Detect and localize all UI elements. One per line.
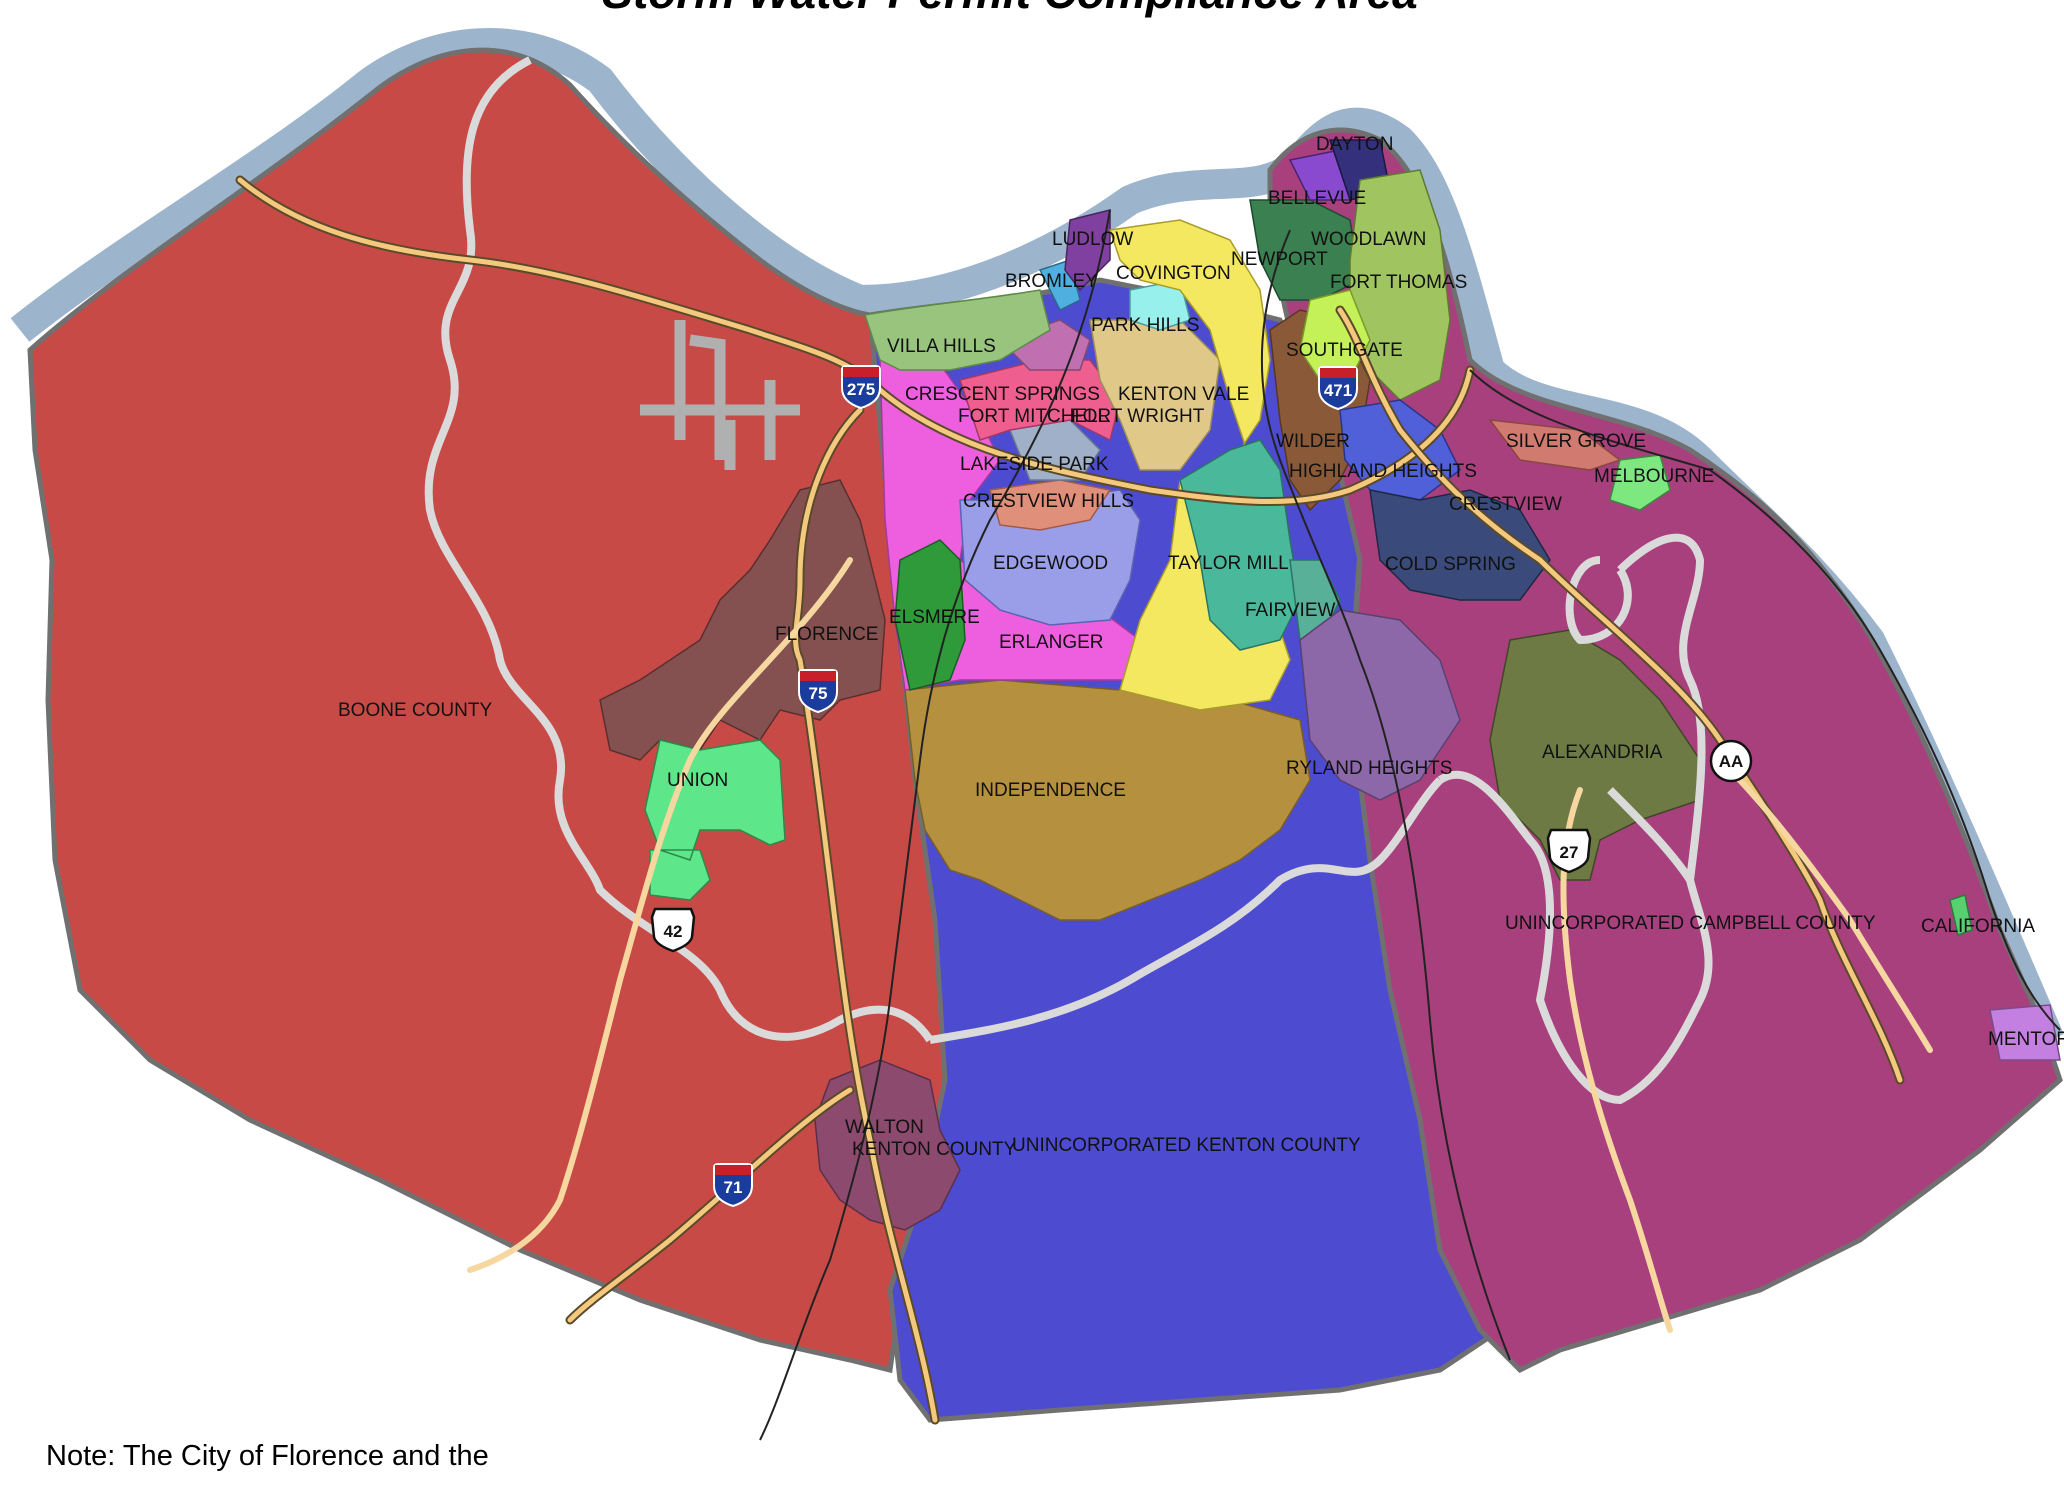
place-label-elsmere: ELSMERE [889, 607, 980, 628]
cold-spring-area [1369, 489, 1551, 601]
airport [640, 320, 800, 470]
place-label-unincorporated-kenton: UNINCORPORATED KENTON COUNTY [1012, 1135, 1361, 1156]
map-title: Storm Water Permit Compliance Area [602, 0, 1417, 18]
silver-grove-area [1488, 419, 1622, 471]
us-42-shield-icon: 42 [650, 907, 696, 953]
place-label-boone-county: BOONE COUNTY [338, 700, 492, 721]
place-label-independence: INDEPENDENCE [975, 780, 1126, 801]
interstate-71-shield-icon: 71 [713, 1163, 753, 1208]
interstate-75-label: 75 [809, 684, 828, 703]
interstate-75-shield-icon: 75 [798, 669, 838, 714]
place-label-silver-grove: SILVER GROVE [1506, 431, 1646, 452]
interstate-471-shield-icon: 471 [1318, 366, 1358, 411]
place-label-highland-heights: HIGHLAND HEIGHTS [1289, 461, 1477, 482]
us-27-shield-icon: 27 [1546, 828, 1592, 874]
place-label-mentor: MENTOR [1988, 1029, 2064, 1050]
place-label-dayton: DAYTON [1316, 134, 1393, 155]
place-label-florence: FLORENCE [775, 624, 878, 645]
watershed-boundaries [424, 56, 1713, 1104]
mentor-area [1989, 1004, 2061, 1061]
place-label-fort-mitchell: FORT MITCHELL [958, 406, 1108, 427]
place-label-alexandria: ALEXANDRIA [1542, 742, 1663, 763]
place-label-newport: NEWPORT [1231, 249, 1328, 270]
place-label-fort-thomas: FORT THOMAS [1330, 272, 1467, 293]
place-label-union: UNION [667, 770, 728, 791]
interstate-275-label: 275 [847, 380, 875, 399]
place-label-southgate: SOUTHGATE [1286, 340, 1403, 361]
place-label-unincorporated-campbell: UNINCORPORATED CAMPBELL COUNTY [1505, 913, 1876, 934]
interstate-471-label: 471 [1324, 381, 1352, 400]
place-label-edgewood: EDGEWOOD [993, 553, 1108, 574]
route-shields: 275 471 75 71 42 27 [650, 365, 1753, 1208]
newport-area [1249, 199, 1361, 301]
us-27-label: 27 [1560, 843, 1579, 862]
place-label-park-hills: PARK HILLS [1091, 315, 1199, 336]
ky-aa-label: AA [1719, 752, 1744, 771]
place-label-ludlow: LUDLOW [1052, 229, 1133, 250]
villa-hills-area [864, 289, 1051, 371]
map-note: Note: The City of Florence and the [46, 1440, 489, 1472]
interstate-275-shield-icon: 275 [841, 365, 881, 410]
place-labels: BOONE COUNTY FLORENCE UNION WALTON KENTO… [338, 134, 2064, 1160]
place-label-crescent-springs: CRESCENT SPRINGS [905, 384, 1100, 405]
place-label-villa-hills: VILLA HILLS [887, 336, 996, 357]
ryland-heights-area [1299, 609, 1461, 801]
place-label-covington: COVINGTON [1116, 263, 1231, 284]
highways [235, 175, 1905, 1425]
place-label-fairview: FAIRVIEW [1245, 600, 1336, 621]
place-label-walton-kenton: KENTON COUNTY [852, 1139, 1017, 1160]
place-label-crestview-hills: CRESTVIEW HILLS [963, 491, 1134, 512]
place-label-bromley: BROMLEY [1005, 271, 1098, 292]
interstate-71-label: 71 [724, 1178, 743, 1197]
place-label-crestview: CRESTVIEW [1449, 494, 1562, 515]
rail-lines [759, 209, 2061, 1441]
us-42-label: 42 [664, 922, 683, 941]
ky-aa-shield-icon: AA [1709, 739, 1753, 783]
place-label-california: CALIFORNIA [1921, 916, 2035, 937]
highland-heights-area [1339, 399, 1461, 501]
place-label-fort-wright: FORT WRIGHT [1071, 406, 1205, 427]
state-roads [467, 557, 1933, 1333]
place-label-kenton-vale: KENTON VALE [1118, 384, 1249, 405]
place-label-lakeside-park: LAKESIDE PARK [960, 454, 1109, 475]
place-label-cold-spring: COLD SPRING [1385, 554, 1516, 575]
place-label-wilder: WILDER [1276, 431, 1350, 452]
place-label-ryland-heights: RYLAND HEIGHTS [1286, 758, 1452, 779]
fort-wright-area [1089, 319, 1221, 471]
elsmere-area [894, 539, 966, 691]
place-label-taylor-mill: TAYLOR MILL [1168, 553, 1289, 574]
california-area [1949, 894, 1973, 936]
place-label-walton: WALTON [845, 1117, 924, 1138]
place-label-melbourne: MELBOURNE [1594, 466, 1714, 487]
place-label-woodlawn: WOODLAWN [1311, 229, 1426, 250]
place-label-bellevue: BELLEVUE [1268, 188, 1366, 209]
place-label-erlanger: ERLANGER [999, 632, 1104, 653]
melbourne-area [1609, 454, 1671, 511]
